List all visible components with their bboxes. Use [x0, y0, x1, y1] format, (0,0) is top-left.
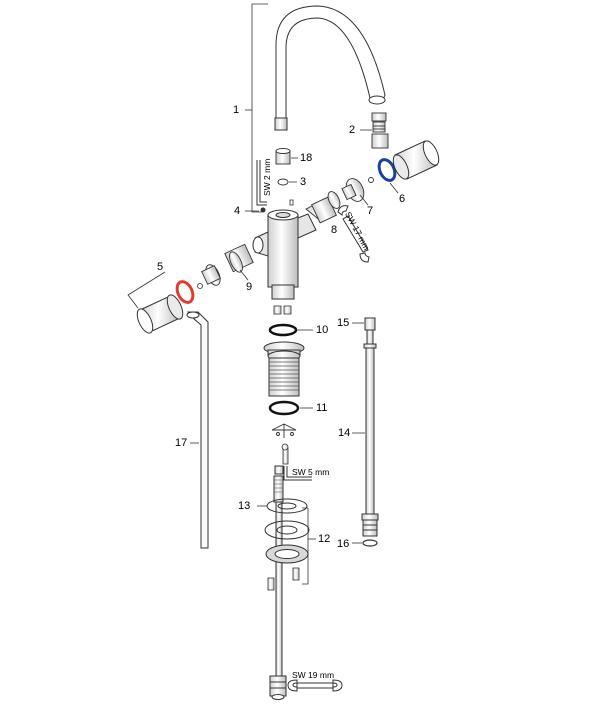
grub-screw-part-4	[260, 207, 266, 213]
o-ring-part-10	[268, 323, 298, 337]
washer-part-12	[264, 520, 310, 564]
callout-3: 3	[300, 176, 307, 188]
threaded-rod-part	[273, 465, 284, 679]
callout-5: 5	[157, 261, 164, 273]
hex-key-5mm	[283, 466, 312, 481]
callout-11: 11	[316, 402, 328, 414]
callout-16: 16	[337, 538, 350, 550]
threaded-shank	[263, 341, 305, 397]
callout-line-9	[239, 269, 249, 281]
cartridge-part-7	[341, 177, 374, 202]
small-screws-part	[267, 567, 300, 591]
screw-part-center	[281, 443, 289, 465]
callout-4: 4	[234, 205, 241, 217]
callout-8: 8	[331, 224, 338, 236]
callout-9: 9	[246, 281, 253, 293]
wrench-label-sw2: SW 2 mm	[262, 158, 272, 196]
small-screw-left	[197, 283, 203, 289]
rod-part-17	[186, 311, 209, 549]
screw-part-8	[289, 199, 294, 206]
handle-part-right	[392, 140, 440, 180]
spout-part	[274, 5, 386, 131]
callout-line-6	[389, 182, 399, 194]
callout-18: 18	[300, 152, 313, 164]
callout-15: 15	[337, 317, 350, 329]
cartridge-part-9	[201, 243, 254, 286]
handle-part-left	[136, 294, 184, 334]
callout-2: 2	[349, 124, 356, 136]
callout-line-7	[359, 194, 369, 206]
wrench-label-sw19: SW 19 mm	[292, 670, 335, 680]
callout-12: 12	[318, 533, 331, 545]
callout-14: 14	[338, 427, 351, 439]
washer-part-13	[266, 498, 308, 514]
clip-part	[271, 423, 297, 438]
callout-1: 1	[233, 104, 240, 116]
supply-hose-part-14	[361, 317, 379, 537]
callout-17: 17	[175, 437, 188, 449]
o-ring-blue-part-6	[377, 158, 397, 182]
nipple-part-center	[273, 305, 292, 315]
aerator-part	[371, 112, 389, 149]
callout-bracket-1	[245, 3, 268, 213]
ring-part-3	[277, 178, 289, 186]
nut-part-18	[275, 148, 291, 165]
cartridge-part-right	[305, 191, 341, 224]
callout-7: 7	[367, 205, 374, 217]
hex-key-2mm	[256, 160, 267, 206]
o-ring-red-part-5	[175, 280, 195, 304]
callout-10: 10	[316, 324, 329, 336]
callout-6: 6	[399, 193, 406, 205]
wrench-label-sw5: SW 5 mm	[292, 467, 330, 477]
o-ring-part-11	[268, 400, 300, 416]
mixer-body	[252, 209, 317, 300]
bottom-nut-part	[269, 675, 287, 700]
seal-part-16	[362, 539, 378, 547]
callout-13: 13	[238, 500, 251, 512]
wrench-19mm	[287, 679, 343, 692]
wrench-17mm	[337, 205, 370, 263]
callout-bracket-5	[127, 271, 166, 309]
callout-bracket-12	[302, 507, 316, 585]
